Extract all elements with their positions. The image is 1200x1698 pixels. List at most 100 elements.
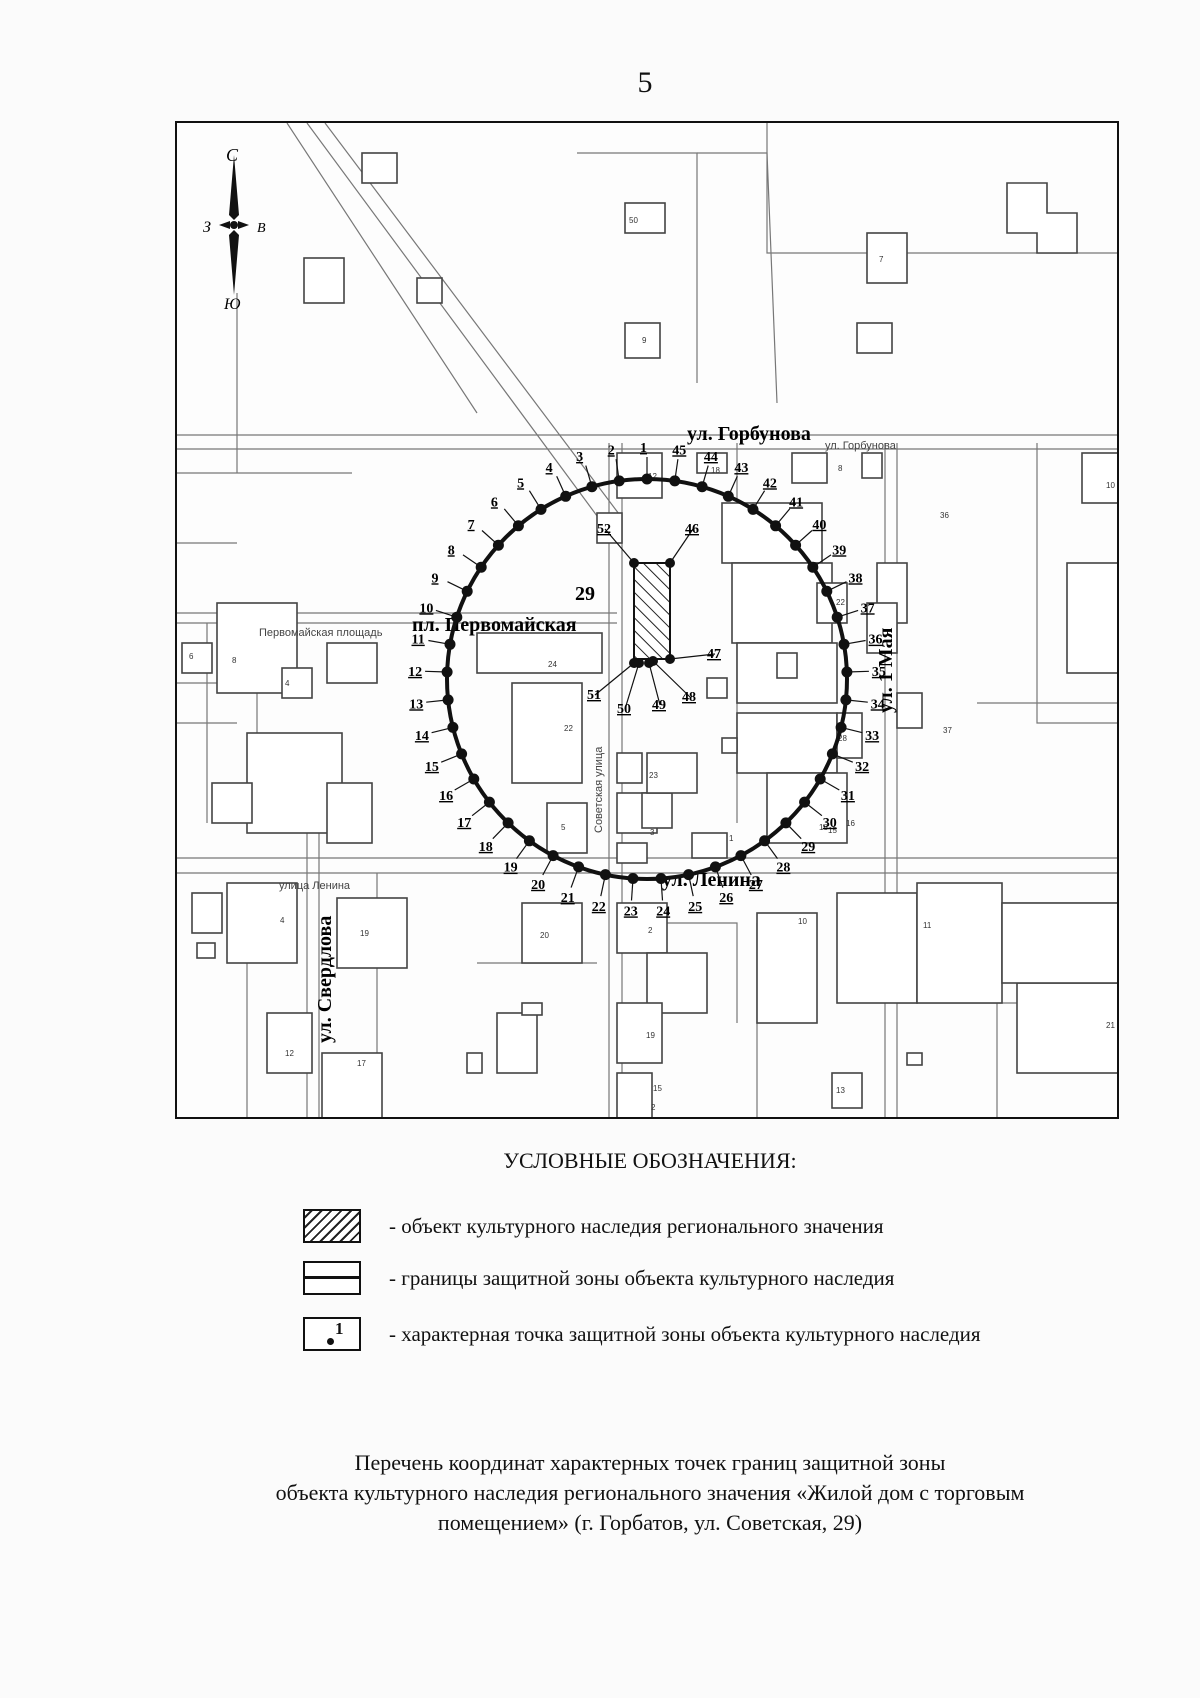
caption-line-3: помещением» (г. Горбатов, ул. Советская,… <box>437 1510 863 1535</box>
object-point-leader <box>624 662 640 710</box>
boundary-point-leader <box>630 878 634 901</box>
boundary-point-label: 44 <box>704 450 718 465</box>
boundary-point-label: 42 <box>763 476 777 491</box>
caption-line-1: Перечень координат характерных точек гра… <box>354 1450 946 1475</box>
boundary-point-leader <box>701 465 709 487</box>
boundary-point-label: 15 <box>425 760 439 775</box>
object-point-label: 48 <box>682 690 696 705</box>
compass-rose-icon <box>219 155 249 295</box>
boundary-point-label: 34 <box>871 697 885 712</box>
house-number: 13 <box>836 1086 845 1095</box>
boundary-point-leader <box>688 874 694 897</box>
boundary-point-leader <box>462 554 482 568</box>
compass-east-label: В <box>257 221 266 236</box>
boundary-point-leader <box>426 699 449 703</box>
boundary-point-label: 43 <box>734 461 748 476</box>
boundary-point-leader <box>454 778 475 791</box>
boundary-point-label: 5 <box>517 476 524 491</box>
house-number: 22 <box>836 598 845 607</box>
street-label-gorbunova: ул. Горбунова <box>687 423 811 445</box>
boundary-point-label: 10 <box>419 601 433 616</box>
boundary-point-leader <box>837 609 859 618</box>
boundary-point-leader <box>570 866 580 888</box>
house-number: 19 <box>646 1031 655 1040</box>
boundary-point-leader <box>556 475 567 497</box>
boundary-point-leader <box>843 639 866 645</box>
boundary-point-label: 35 <box>872 665 886 680</box>
boundary-point-label: 16 <box>439 789 453 804</box>
boundary-point-label: 13 <box>409 697 423 712</box>
boundary-point-leader <box>740 855 752 876</box>
boundary-point-label: 33 <box>865 729 879 744</box>
boundary-point-label: 31 <box>841 789 855 804</box>
boundary-point-label: 6 <box>491 495 498 510</box>
map-frame: С В Ю З ул. Горбунова пл. Первомайская у… <box>175 121 1119 1119</box>
small-label-gorbunova: ул. Горбунова <box>825 440 897 452</box>
small-label-pervomaiskaya-ploshchad: Первомайская площадь <box>259 627 383 639</box>
boundary-point-label: 39 <box>832 543 846 558</box>
house-number: 3 <box>650 828 655 837</box>
boundary-point-label: 37 <box>861 601 875 616</box>
boundary-point-leader <box>542 855 554 876</box>
boundary-point-label: 45 <box>672 443 686 458</box>
boundary-point-label: 41 <box>789 495 803 510</box>
legend-title: УСЛОВНЫЕ ОБОЗНАЧЕНИЯ: <box>503 1148 797 1173</box>
small-label-sovetskaya: Советская улица <box>593 746 605 833</box>
boundary-point-leader <box>471 801 490 817</box>
boundary-point-label: 36 <box>869 633 883 648</box>
house-number: 28 <box>838 734 847 743</box>
boundary-point-leader <box>528 490 542 510</box>
house-number: 5 <box>561 823 566 832</box>
boundary-point-leader <box>660 878 664 901</box>
object-point-label: 52 <box>597 522 611 537</box>
house-number: 7 <box>879 255 884 264</box>
boundary-point-marker <box>683 869 695 881</box>
house-number: 2 <box>651 1103 656 1112</box>
object-point-leader <box>648 662 661 706</box>
house-number: 12 <box>648 472 657 481</box>
boundary-point-leader <box>516 840 530 859</box>
boundary-point-label: 21 <box>561 891 575 906</box>
house-number: 1 <box>729 834 734 843</box>
hatched-square-icon <box>303 1209 361 1243</box>
boundary-point-label: 18 <box>479 840 493 855</box>
object-point-label: 51 <box>587 688 601 703</box>
boundary-point-label: 19 <box>504 861 518 876</box>
boundary-point-leader <box>775 508 791 527</box>
boundary-point-label: 12 <box>408 665 422 680</box>
boundary-point-leader <box>492 822 509 840</box>
boundary-point-leader <box>727 475 738 497</box>
house-number: 50 <box>629 216 638 225</box>
boundary-point-leader <box>714 866 724 888</box>
heritage-object-hatched <box>633 562 671 660</box>
boundary-point-marker <box>523 835 535 847</box>
legend-text: - характерная точка защитной зоны объект… <box>389 1321 981 1346</box>
boundary-point-marker <box>586 481 598 493</box>
boundary-point-label: 25 <box>688 900 702 915</box>
boundary-point-label: 40 <box>812 518 826 533</box>
house-number: 18 <box>711 466 720 475</box>
object-point-leader <box>594 662 635 696</box>
object-point-label: 46 <box>685 522 699 537</box>
house-number: 8 <box>838 464 843 473</box>
boundary-point-label: 11 <box>412 633 425 648</box>
boundary-point-label: 4 <box>546 461 553 476</box>
street-label-sverdlova: ул. Свердлова <box>314 916 336 1043</box>
boundary-point-label: 8 <box>448 543 455 558</box>
boundary-point-label: 14 <box>415 729 429 744</box>
boundary-point-leader <box>585 465 593 487</box>
small-label-ulitsa-lenina: улица Ленина <box>279 880 351 892</box>
page-number: 5 <box>637 66 653 99</box>
boundary-point-leader <box>440 753 462 763</box>
house-number: 6 <box>189 652 194 661</box>
house-number: 21 <box>1106 1021 1115 1030</box>
boundary-point-marker <box>599 869 611 881</box>
legend-item-boundary: - границы защитной зоны объекта культурн… <box>303 1258 894 1298</box>
boundary-point-leader <box>615 459 620 481</box>
point-marker-icon: 1 <box>303 1317 361 1351</box>
house-number: 17 <box>357 1059 366 1068</box>
boundary-point-leader <box>428 639 451 645</box>
boundary-point-leader <box>435 609 457 618</box>
house-number: 20 <box>540 931 549 940</box>
